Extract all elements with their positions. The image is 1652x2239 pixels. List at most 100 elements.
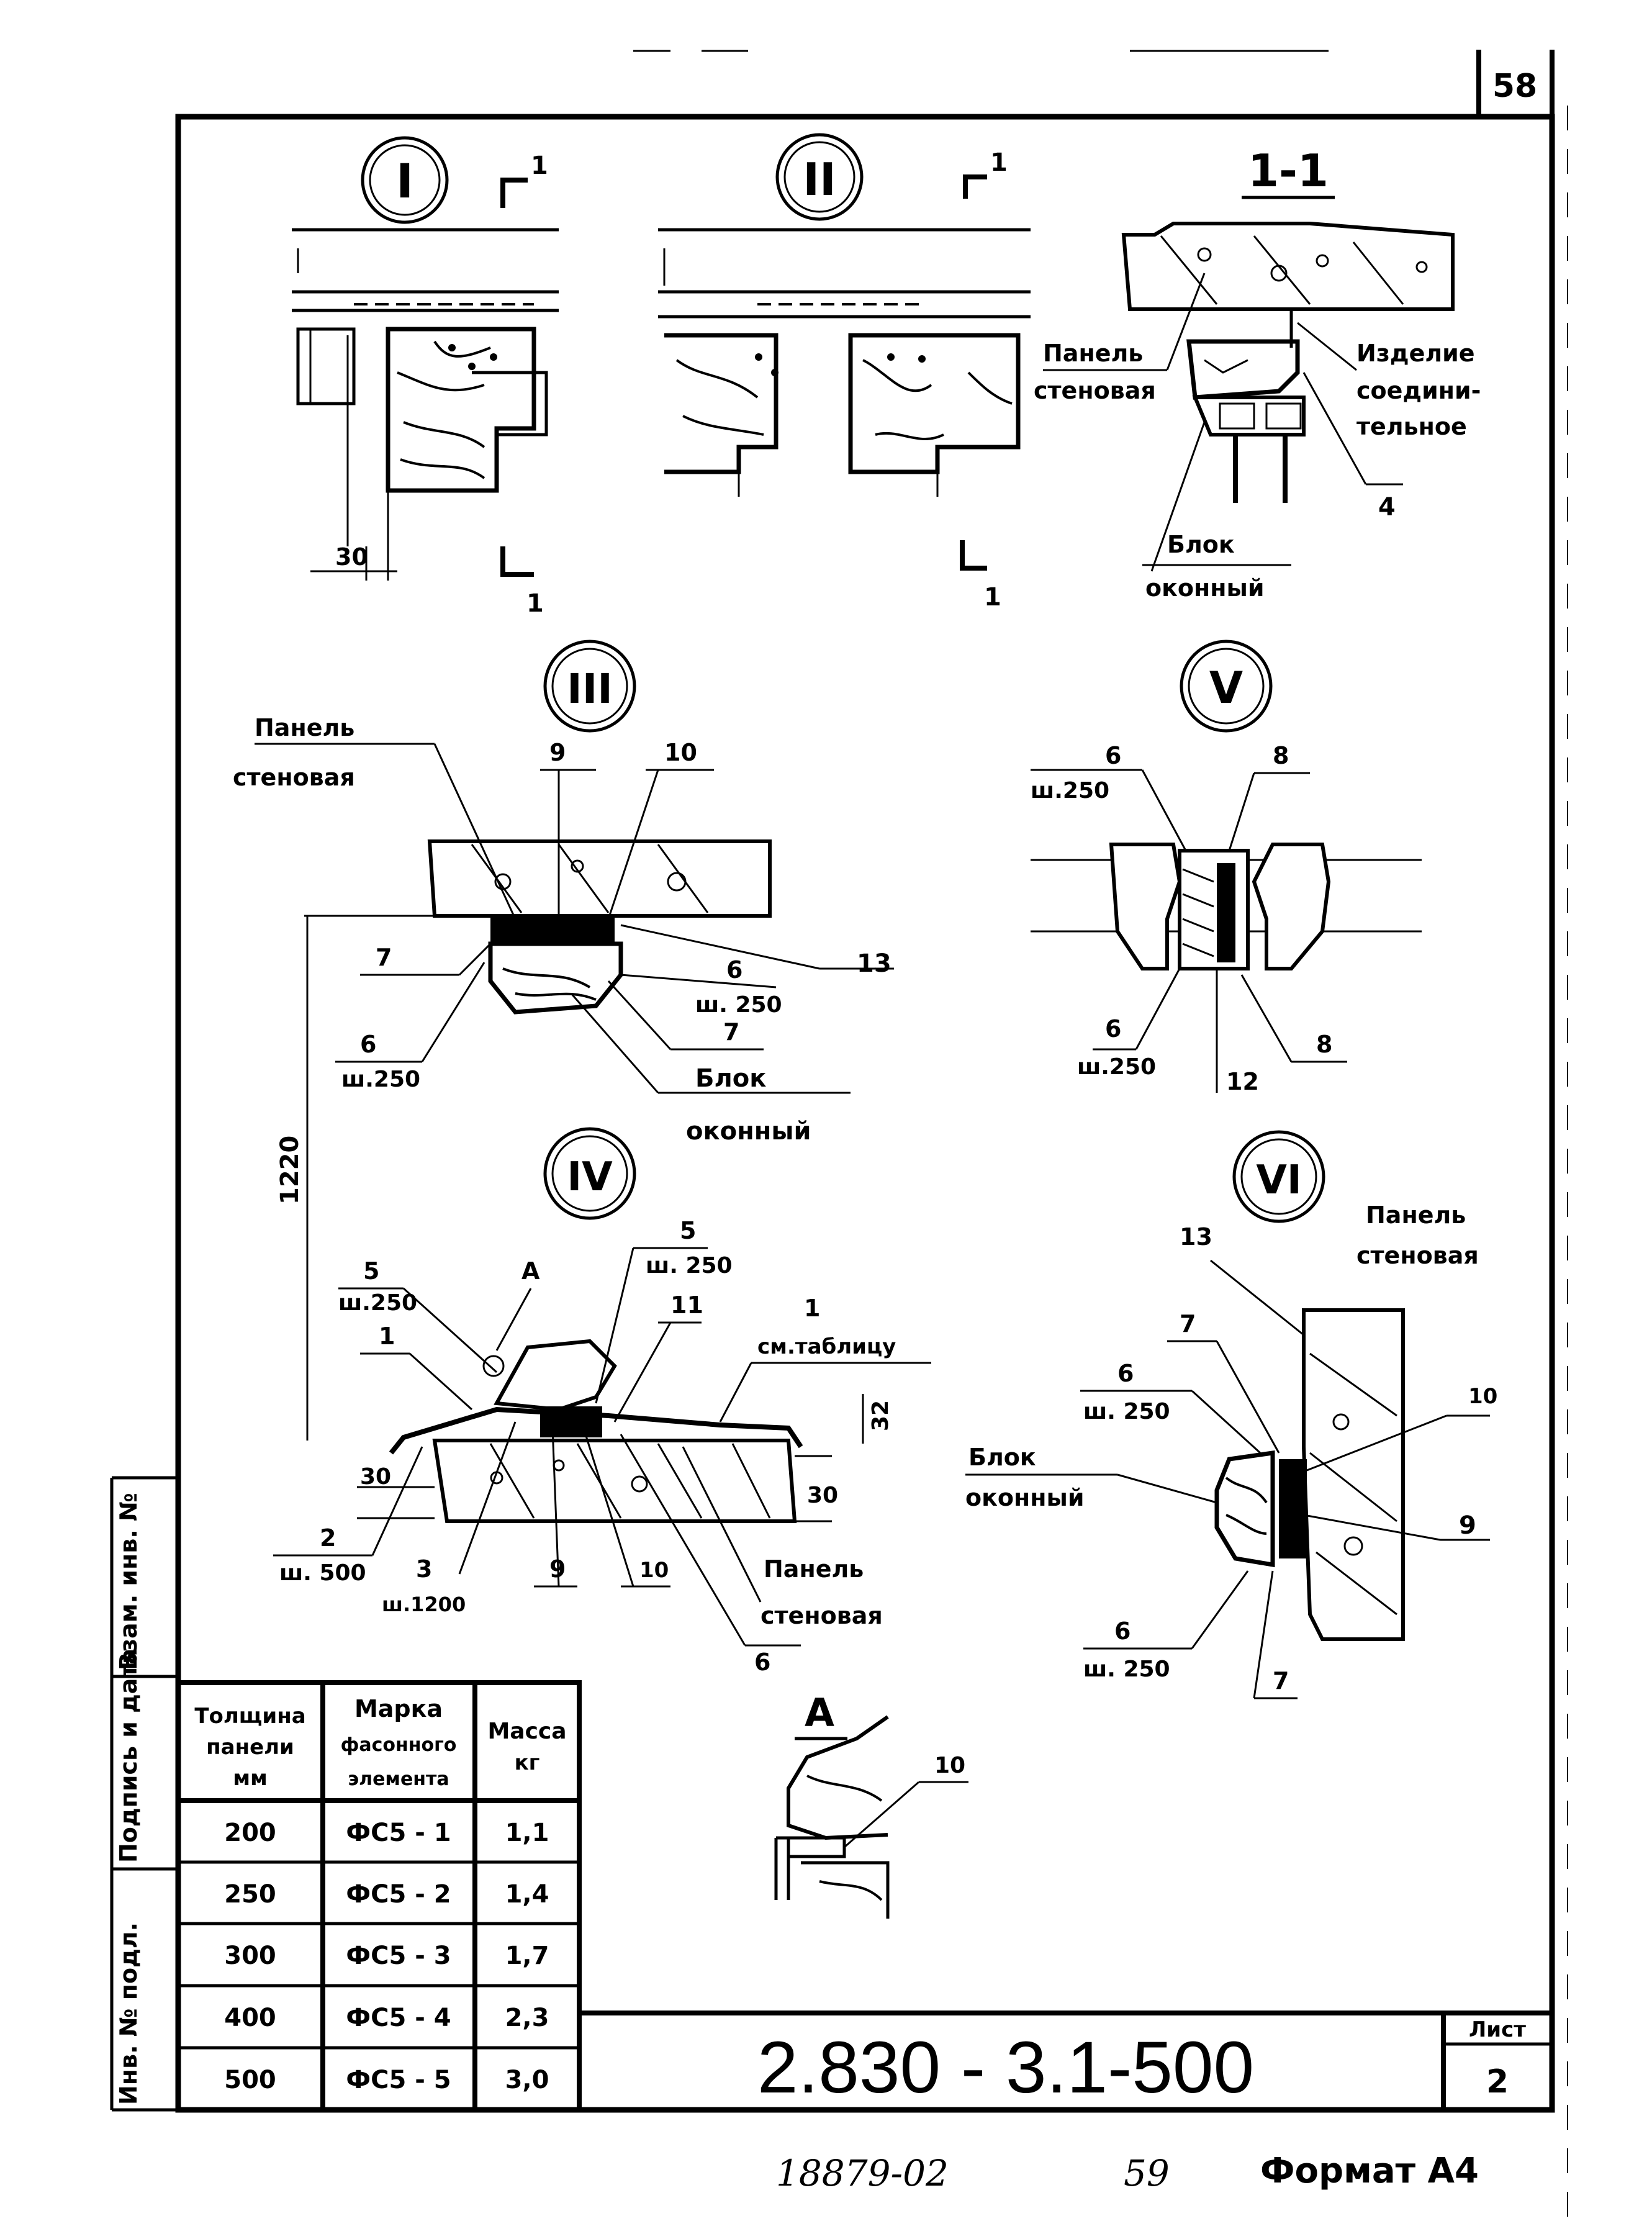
table-cell: 1,4	[505, 1880, 549, 1909]
callout-6a-sub: ш. 250	[695, 992, 782, 1018]
callout-5a: 5	[363, 1257, 379, 1285]
page-number-box: 58	[1476, 50, 1555, 119]
detail-marker-I	[361, 136, 449, 224]
detail-A-title: А	[805, 1690, 834, 1735]
panel-label-1: Панель	[1366, 1201, 1466, 1229]
table-cell: 2,3	[505, 2004, 549, 2032]
detail-marker-III-label: III	[567, 665, 613, 713]
detail-marker-IV	[543, 1127, 636, 1220]
table-cell: ФС5 - 2	[346, 1880, 451, 1909]
th-thickness-3: мм	[233, 1766, 268, 1791]
detail-IV: IV 5 ш.250 А 1 5 ш. 250 11 1 см.таблицу …	[273, 1127, 931, 1676]
stamp-inv-orig: Инв. № подл.	[115, 1922, 142, 2105]
page-number: 58	[1492, 68, 1537, 105]
callout-8a: 8	[1273, 742, 1289, 769]
dim-30: 30	[335, 543, 368, 571]
footer-handwritten-left: 18879-02	[776, 2152, 949, 2194]
footer-handwritten-mid: 59	[1124, 2152, 1170, 2194]
detail-II: II 1 1	[658, 133, 1031, 612]
callout-3: 3	[416, 1555, 432, 1583]
table-cell: 1,7	[505, 1942, 549, 1970]
callout-A: А	[521, 1257, 540, 1285]
panel-label-1: Панель	[255, 714, 354, 741]
th-thickness-1: Толщина	[194, 1704, 305, 1729]
detail-I: I 1 30 1	[292, 136, 559, 618]
panel-label-1: Панель	[764, 1555, 864, 1583]
table-cell: 3,0	[505, 2066, 549, 2094]
th-mark-3: элемента	[348, 1768, 449, 1790]
callout-6a-sub: ш. 250	[1083, 1399, 1170, 1424]
callout-6b-sub: ш.250	[1077, 1054, 1156, 1080]
callout-6b-sub: ш. 250	[1083, 1657, 1170, 1682]
callout-8b: 8	[1316, 1031, 1332, 1058]
callout-9: 9	[1459, 1511, 1476, 1540]
detail-marker-VI-label: VI	[1256, 1157, 1301, 1203]
callout-5b: 5	[680, 1217, 696, 1244]
stamp-sign-date: Подпись и дата	[115, 1649, 142, 1863]
section-mark-bottom: 1	[984, 583, 1001, 612]
title-block: 2.830 - 3.1-500 Лист 2	[579, 2011, 1552, 2110]
stamp-vzam-inv: Взам. инв. №	[115, 1493, 142, 1670]
main-frame	[175, 114, 1555, 2113]
detail-marker-V-label: V	[1209, 663, 1243, 713]
callout-7a: 7	[376, 944, 392, 971]
th-thickness-2: панели	[206, 1735, 294, 1760]
dim-1220: 1220	[276, 1136, 304, 1205]
table-cell: ФС5 - 1	[346, 1819, 451, 1847]
sheet-code: 2.830 - 3.1-500	[757, 2027, 1254, 2109]
detail-III: III 1220 Панель стеновая 9 10 13 7 6 ш. …	[233, 640, 894, 1441]
panel-label-2: стеновая	[233, 764, 355, 791]
callout-6: 6	[754, 1649, 770, 1676]
format-label: Формат А4	[1260, 2151, 1479, 2191]
detail-marker-V	[1180, 640, 1273, 733]
table-cell: ФС5 - 4	[346, 2004, 451, 2032]
section-mark-bottom: 1	[526, 589, 544, 618]
window-label-1: Блок	[968, 1444, 1036, 1471]
table-cell: 300	[224, 1942, 276, 1970]
th-mark-1: Марка	[354, 1695, 443, 1722]
section-mark-top: 1	[990, 148, 1008, 177]
section-title: 1-1	[1248, 145, 1329, 197]
callout-2: 2	[320, 1524, 336, 1552]
callout-10: 10	[664, 739, 697, 766]
callout-6a-sub: ш.250	[1031, 778, 1109, 803]
dim-30b: 30	[807, 1483, 838, 1508]
connector-label-2: соедини-	[1356, 377, 1481, 404]
detail-VI: VI 13 Панель стеновая 7 6 ш. 250 10 Блок…	[965, 1130, 1497, 1699]
callout-11: 11	[670, 1291, 703, 1319]
detail-A: А 10	[774, 1690, 968, 1919]
detail-marker-IV-label: IV	[567, 1154, 613, 1200]
detail-marker-I-label: I	[396, 153, 413, 209]
table-cell: 250	[224, 1880, 276, 1909]
callout-6a: 6	[1117, 1360, 1134, 1387]
callout-6b: 6	[1114, 1617, 1131, 1645]
table-cell: 400	[224, 2004, 276, 2032]
panel-label-2: стеновая	[1356, 1242, 1479, 1269]
callout-10: 10	[934, 1753, 965, 1778]
detail-marker-II	[775, 133, 864, 221]
detail-marker-III	[543, 640, 636, 733]
callout-5b-sub: ш. 250	[646, 1253, 733, 1278]
window-label-2: оконный	[686, 1117, 811, 1146]
callout-4: 4	[1378, 493, 1396, 522]
panel-label-2: стеновая	[1034, 377, 1156, 404]
section-mark-top: 1	[531, 152, 548, 180]
connector-label-1: Изделие	[1356, 340, 1475, 367]
th-mass-1: Масса	[487, 1719, 566, 1744]
window-label-1: Блок	[1167, 531, 1235, 558]
callout-12: 12	[1226, 1068, 1259, 1095]
connector-label-3: тельное	[1356, 413, 1467, 440]
callout-6a: 6	[1105, 742, 1121, 769]
window-label-2: оконный	[1145, 574, 1265, 602]
detail-marker-II-label: II	[803, 153, 836, 206]
callout-10: 10	[639, 1558, 669, 1583]
callout-3-sub: ш.1200	[382, 1593, 466, 1616]
callout-5a-sub: ш.250	[338, 1290, 417, 1316]
callout-1a: 1	[379, 1323, 395, 1350]
table-cell: ФС5 - 5	[346, 2066, 451, 2094]
window-label-1: Блок	[695, 1064, 766, 1093]
callout-7b: 7	[723, 1018, 739, 1046]
mass-table: Толщина панели мм Марка фасонного элемен…	[176, 1680, 582, 2112]
callout-7b: 7	[1273, 1667, 1289, 1694]
